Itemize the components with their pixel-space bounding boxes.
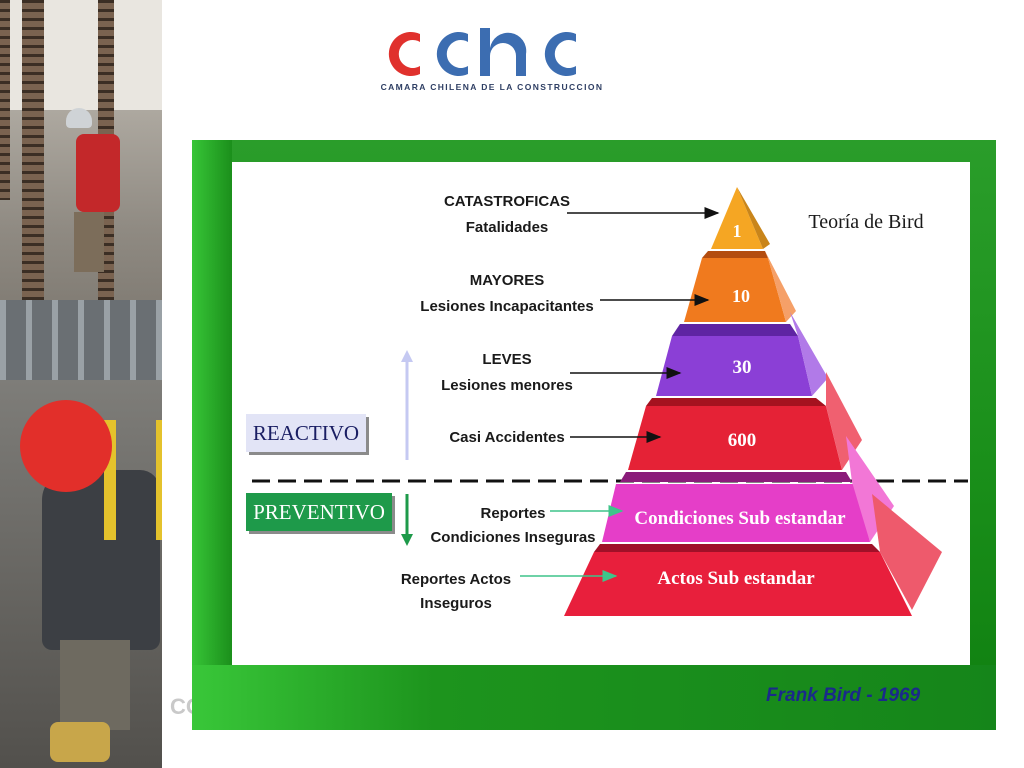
logo-caption: CAMARA CHILENA DE LA CONSTRUCCION [380,82,604,92]
tier-5-label-line-1: Reportes [480,505,545,522]
pyramid-tier-5 [602,484,870,542]
frame-bottom-band [192,665,996,730]
pyramid-tier-6-top [594,544,880,552]
photo-rebar [22,0,44,300]
tier-1-label-line-1: CATASTROFICAS [444,193,570,210]
pyramid-tier-5-top [620,472,852,482]
pyramid-tier-2-side [765,251,796,322]
pyramid-tier-1-side [737,187,770,249]
diagram-title: Teoría de Bird [808,211,923,233]
tier-6-label-line-2: Inseguros [420,595,492,612]
pyramid-tier-6 [564,552,912,616]
photo-worker-legs [60,640,130,730]
tier-2-label-line-2: Lesiones Incapacitantes [420,298,593,315]
pyramid-tier-4 [628,406,842,470]
tier-6-value: Actos Sub estandar [657,568,815,589]
cchc-logo-mark [388,28,576,76]
photo-rebar [0,0,10,200]
frame-left-band [192,140,232,730]
preventive-label-box: PREVENTIVO [246,493,392,531]
tier-3-value: 30 [733,357,752,378]
pyramid-tier-4-side [826,372,862,470]
pyramid-tier-3-side [790,312,828,396]
reactive-label-box: REACTIVO [246,414,366,452]
diagram-caption: Frank Bird - 1969 [766,685,921,706]
photo-scaffold [0,300,162,380]
pyramid-tier-1 [711,187,763,249]
photo-worker-legs [74,212,104,272]
photo-worker-red-helmet [20,400,112,492]
tier-4-value: 600 [728,430,757,451]
tier-5-label-line-2: Condiciones Inseguras [430,529,595,546]
construction-photo [0,0,162,768]
photo-worker-vest [76,134,120,212]
tier-6-label-line-1: Reportes Actos [401,571,511,588]
pyramid-tier-3 [656,336,812,396]
photo-worker-body [42,470,160,650]
tier-5-value: Condiciones Sub estandar [634,508,846,529]
pyramid-tier-2 [684,258,786,322]
pyramid-tier-2-top [702,251,768,258]
photo-worker-boot [50,722,110,762]
pyramid-tier-3-top [672,324,798,336]
tier-3-label-line-1: LEVES [482,351,531,368]
tier-2-value: 10 [732,286,750,306]
cchc-logo: CAMARA CHILENA DE LA CONSTRUCCION [380,24,604,100]
tier-4-label-line-1: Casi Accidentes [449,429,564,446]
pyramid-tier-4-top [646,398,826,406]
photo-worker-helmet [66,108,92,128]
tier-3-label-line-2: Lesiones menores [441,377,573,394]
tier-1-label-line-2: Fatalidades [466,219,549,236]
reactive-up-arrow-head [401,350,413,362]
pyramid-tier-6-side [872,494,942,610]
tier-2-label-line-1: MAYORES [470,272,544,289]
preventive-down-arrow-head [401,534,413,546]
tier-1-value: 1 [733,221,742,241]
